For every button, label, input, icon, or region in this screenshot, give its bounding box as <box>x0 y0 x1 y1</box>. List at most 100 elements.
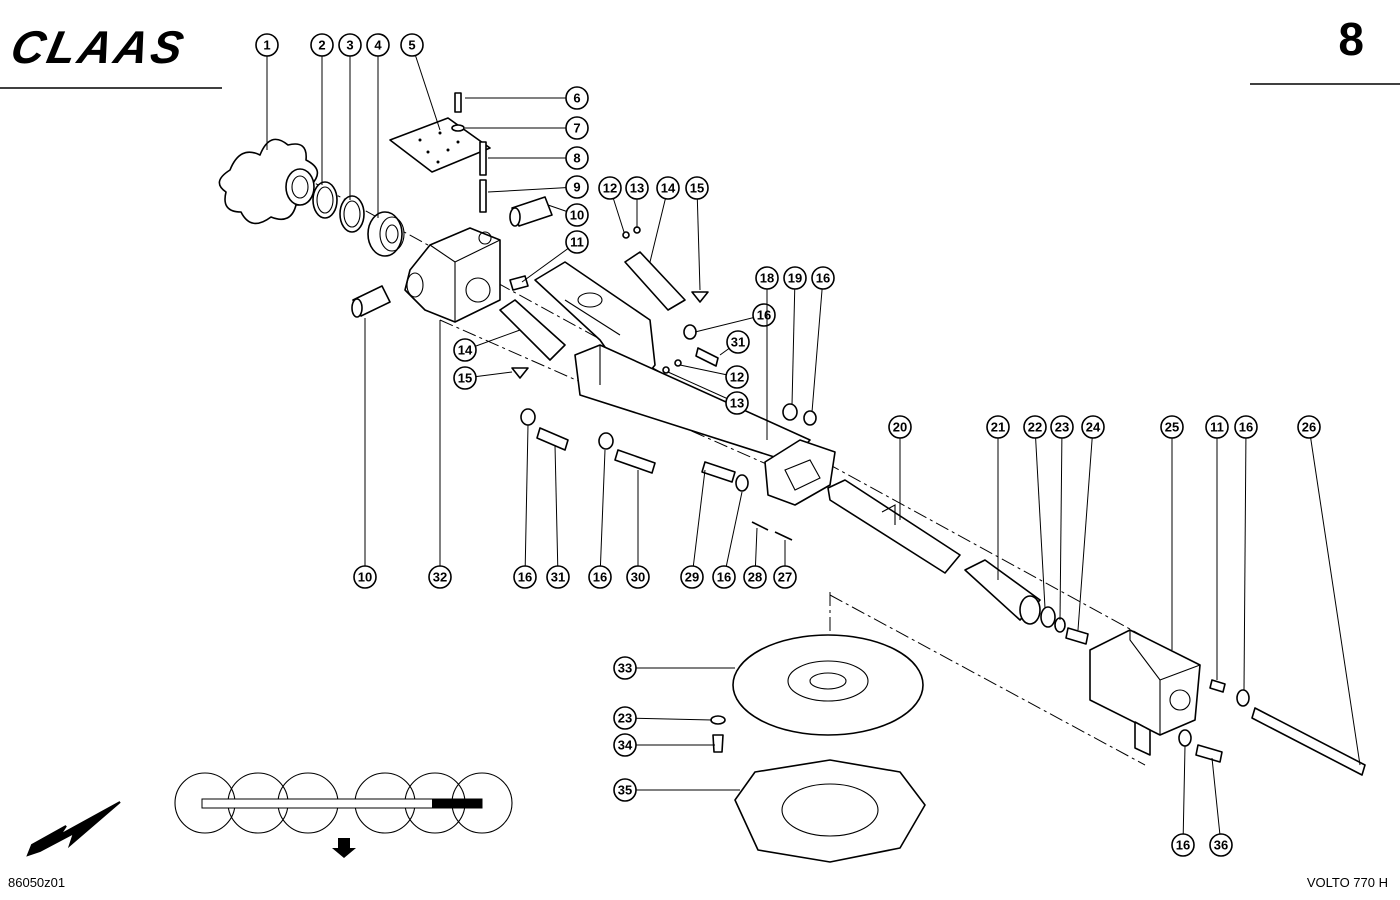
callout-label-29: 29 <box>685 570 699 585</box>
screw-15-left <box>511 367 529 379</box>
screw-6 <box>454 92 462 113</box>
callout-circle-3 <box>338 33 362 57</box>
callout-label-33: 33 <box>618 661 632 676</box>
callout-21: 21 <box>986 415 1010 580</box>
bolt-26 <box>1251 707 1366 776</box>
callout-circle-1 <box>255 33 279 57</box>
callout-circle-15 <box>453 366 477 390</box>
callout-2: 2 <box>310 33 334 185</box>
callout-circle-15 <box>685 176 709 200</box>
callout-circle-16 <box>712 565 736 589</box>
arrow-down-icon <box>332 838 356 858</box>
callout-label-21: 21 <box>991 420 1005 435</box>
washer-16-c <box>735 474 749 492</box>
screw-24 <box>1065 627 1089 645</box>
callout-14: 14 <box>649 176 680 263</box>
callout-12: 12 <box>679 364 749 389</box>
callout-23: 23 <box>613 706 713 730</box>
callout-label-12: 12 <box>730 370 744 385</box>
blade-14-left <box>499 299 566 361</box>
washer-16-a <box>520 408 536 426</box>
callout-label-23: 23 <box>1055 420 1069 435</box>
callout-label-31: 31 <box>731 335 745 350</box>
callout-label-16: 16 <box>1239 420 1253 435</box>
callout-circle-29 <box>680 565 704 589</box>
callout-leader-23 <box>624 717 713 721</box>
callout-leader-31 <box>554 444 559 578</box>
callout-7: 7 <box>465 116 589 140</box>
callout-label-6: 6 <box>573 91 580 106</box>
callout-label-31: 31 <box>551 570 565 585</box>
callout-label-13: 13 <box>730 396 744 411</box>
callout-25: 25 <box>1160 415 1184 650</box>
gearbox-25 <box>1089 629 1201 756</box>
callout-circle-14 <box>453 338 477 362</box>
callout-3: 3 <box>338 33 362 200</box>
callout-11: 11 <box>1205 415 1229 680</box>
callout-circle-18 <box>755 266 779 290</box>
callout-label-2: 2 <box>318 38 325 53</box>
sleeve-21 <box>964 559 1041 625</box>
callout-label-16: 16 <box>1176 838 1190 853</box>
callout-circle-20 <box>888 415 912 439</box>
washer-13-bottom <box>662 366 670 374</box>
washer-7 <box>451 124 465 132</box>
callout-label-15: 15 <box>690 181 704 196</box>
callout-label-16: 16 <box>816 271 830 286</box>
callout-circle-5 <box>400 33 424 57</box>
callout-16: 16 <box>1234 415 1258 691</box>
arrow-down-left-icon <box>26 801 121 857</box>
callout-13: 13 <box>667 371 749 415</box>
callout-label-36: 36 <box>1214 838 1228 853</box>
housing-32 <box>404 227 501 323</box>
callout-leader-16 <box>811 277 824 413</box>
callout-16: 16 <box>694 303 776 333</box>
callout-34: 34 <box>613 733 715 757</box>
nut-19 <box>782 403 798 421</box>
callout-circle-16 <box>1234 415 1258 439</box>
callout-16: 16 <box>513 424 537 589</box>
sleeve-10-upper-end <box>509 207 521 227</box>
callout-leader-16 <box>723 491 743 578</box>
callout-label-16: 16 <box>518 570 532 585</box>
callout-label-27: 27 <box>778 570 792 585</box>
callout-36: 36 <box>1209 757 1233 857</box>
callout-16: 16 <box>712 491 743 589</box>
callout-label-5: 5 <box>408 38 415 53</box>
callout-5: 5 <box>400 33 441 131</box>
nut-12-bottom <box>674 359 682 367</box>
callout-26: 26 <box>1297 415 1361 766</box>
callout-label-28: 28 <box>748 570 762 585</box>
skid-35 <box>734 759 926 863</box>
callout-22: 22 <box>1023 415 1047 609</box>
callout-23: 23 <box>1050 415 1074 621</box>
callout-circle-33 <box>613 656 637 680</box>
drawing-id: 86050z01 <box>8 875 66 890</box>
callout-label-14: 14 <box>458 343 473 358</box>
callout-31: 31 <box>546 444 570 589</box>
washer-23-bottom <box>710 715 726 725</box>
callout-circle-27 <box>773 565 797 589</box>
callout-label-32: 32 <box>433 570 447 585</box>
callout-label-7: 7 <box>573 121 580 136</box>
spring-27 <box>774 531 793 541</box>
callout-circle-26 <box>1297 415 1321 439</box>
callout-circle-16 <box>513 565 537 589</box>
callout-circle-30 <box>626 565 650 589</box>
callout-label-20: 20 <box>893 420 907 435</box>
callout-24: 24 <box>1077 415 1105 631</box>
callout-circle-23 <box>613 706 637 730</box>
callout-circle-14 <box>656 176 680 200</box>
callout-label-10: 10 <box>358 570 372 585</box>
callout-circle-16 <box>811 266 835 290</box>
callout-10: 10 <box>547 203 589 227</box>
callout-19: 19 <box>783 266 807 406</box>
model-name: VOLTO 770 H <box>1306 875 1388 890</box>
callout-circle-13 <box>625 176 649 200</box>
callout-label-25: 25 <box>1165 420 1179 435</box>
callout-label-3: 3 <box>346 38 353 53</box>
callout-6: 6 <box>465 86 589 110</box>
callout-35: 35 <box>613 778 740 802</box>
